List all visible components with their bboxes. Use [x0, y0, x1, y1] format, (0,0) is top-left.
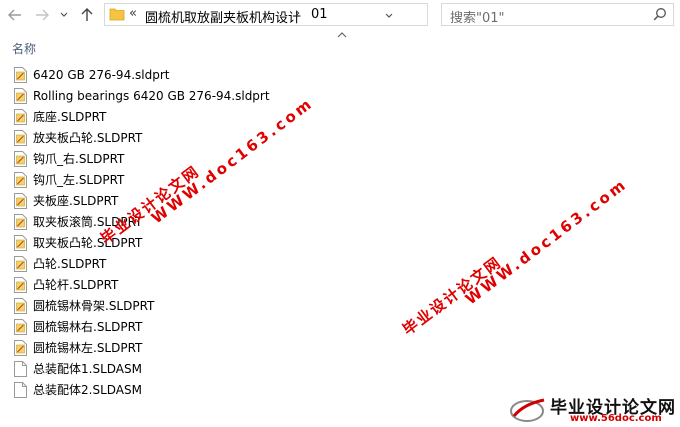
- chevron-down-icon: [385, 13, 393, 18]
- part-file-icon: [14, 318, 27, 335]
- file-row[interactable]: Rolling bearings 6420 GB 276-94.sldprt: [14, 85, 270, 106]
- file-name: 圆梳锡林骨架.SLDPRT: [33, 299, 155, 313]
- file-name: 圆梳锡林左.SLDPRT: [33, 341, 143, 355]
- part-file-icon: [14, 87, 27, 104]
- file-name: 底座.SLDPRT: [33, 110, 107, 124]
- part-file-icon: [14, 213, 27, 230]
- part-file-icon: [14, 150, 27, 167]
- file-name: 取夹板凸轮.SLDPRT: [33, 236, 143, 250]
- navigation-bar: « 圆梳机取放副夹板机构设计 › 01 搜索"01": [0, 0, 680, 31]
- file-row[interactable]: 总装配体2.SLDASM: [14, 379, 270, 400]
- assembly-file-icon: [14, 360, 27, 377]
- search-box[interactable]: 搜索"01": [441, 3, 674, 26]
- part-file-icon: [14, 108, 27, 125]
- part-file-icon: [14, 171, 27, 188]
- file-name: 圆梳锡林右.SLDPRT: [33, 320, 143, 334]
- forward-button[interactable]: [33, 6, 51, 24]
- logo-url: www.56doc.com: [570, 413, 662, 424]
- breadcrumb-overflow[interactable]: «: [129, 6, 137, 21]
- search-input[interactable]: 搜索"01": [450, 11, 505, 26]
- file-name: 钩爪_右.SLDPRT: [33, 152, 125, 166]
- file-row[interactable]: 6420 GB 276-94.sldprt: [14, 64, 270, 85]
- part-file-icon: [14, 339, 27, 356]
- site-logo: 毕业设计论文网 www.56doc.com: [508, 392, 678, 426]
- back-arrow-icon: [8, 9, 21, 21]
- part-file-icon: [14, 276, 27, 293]
- address-dropdown-button[interactable]: [385, 6, 393, 23]
- part-file-icon: [14, 129, 27, 146]
- part-file-icon: [14, 297, 27, 314]
- part-file-icon: [14, 255, 27, 272]
- column-header-name[interactable]: 名称: [12, 42, 37, 56]
- breadcrumb-current[interactable]: 01: [311, 7, 328, 22]
- up-arrow-icon: [81, 8, 93, 21]
- file-name: 夹板座.SLDPRT: [33, 194, 119, 208]
- assembly-file-icon: [14, 381, 27, 398]
- file-row[interactable]: 圆梳锡林骨架.SLDPRT: [14, 295, 270, 316]
- file-row[interactable]: 取夹板凸轮.SLDPRT: [14, 232, 270, 253]
- address-box[interactable]: « 圆梳机取放副夹板机构设计 › 01: [104, 3, 526, 26]
- file-row[interactable]: 放夹板凸轮.SLDPRT: [14, 127, 270, 148]
- folder-icon: [109, 8, 125, 21]
- file-name: 凸轮杆.SLDPRT: [33, 278, 119, 292]
- file-row[interactable]: 钩爪_右.SLDPRT: [14, 148, 270, 169]
- watermark-site-url: WWW.doc163.com: [462, 174, 631, 309]
- forward-arrow-icon: [36, 9, 49, 21]
- breadcrumb-parent[interactable]: 圆梳机取放副夹板机构设计: [145, 11, 302, 26]
- chevron-down-icon: [60, 12, 68, 17]
- search-icon[interactable]: [653, 7, 667, 21]
- file-name: 总装配体2.SLDASM: [33, 383, 142, 397]
- file-name: 取夹板滚筒.SLDPRT: [33, 215, 143, 229]
- file-row[interactable]: 凸轮.SLDPRT: [14, 253, 270, 274]
- file-row[interactable]: 圆梳锡林右.SLDPRT: [14, 316, 270, 337]
- file-name: 钩爪_左.SLDPRT: [33, 173, 125, 187]
- part-file-icon: [14, 234, 27, 251]
- file-name: 凸轮.SLDPRT: [33, 257, 107, 271]
- file-name: 放夹板凸轮.SLDPRT: [33, 131, 143, 145]
- part-file-icon: [14, 192, 27, 209]
- file-row[interactable]: 底座.SLDPRT: [14, 106, 270, 127]
- file-row[interactable]: 总装配体1.SLDASM: [14, 358, 270, 379]
- file-row[interactable]: 凸轮杆.SLDPRT: [14, 274, 270, 295]
- breadcrumb-separator[interactable]: ›: [295, 6, 301, 21]
- back-button[interactable]: [6, 6, 24, 24]
- up-button[interactable]: [78, 6, 96, 24]
- file-row[interactable]: 圆梳锡林左.SLDPRT: [14, 337, 270, 358]
- recent-locations-button[interactable]: [58, 6, 70, 24]
- file-name: Rolling bearings 6420 GB 276-94.sldprt: [33, 88, 270, 103]
- file-name: 6420 GB 276-94.sldprt: [33, 67, 170, 82]
- part-file-icon: [14, 66, 27, 83]
- logo-title: 毕业设计论文网: [550, 398, 676, 418]
- file-row[interactable]: 取夹板滚筒.SLDPRT: [14, 211, 270, 232]
- file-name: 总装配体1.SLDASM: [33, 362, 142, 376]
- collapse-chevron-up-icon[interactable]: [337, 31, 347, 39]
- logo-swoosh-icon: [510, 398, 545, 422]
- file-row[interactable]: 夹板座.SLDPRT: [14, 190, 270, 211]
- file-row[interactable]: 钩爪_左.SLDPRT: [14, 169, 270, 190]
